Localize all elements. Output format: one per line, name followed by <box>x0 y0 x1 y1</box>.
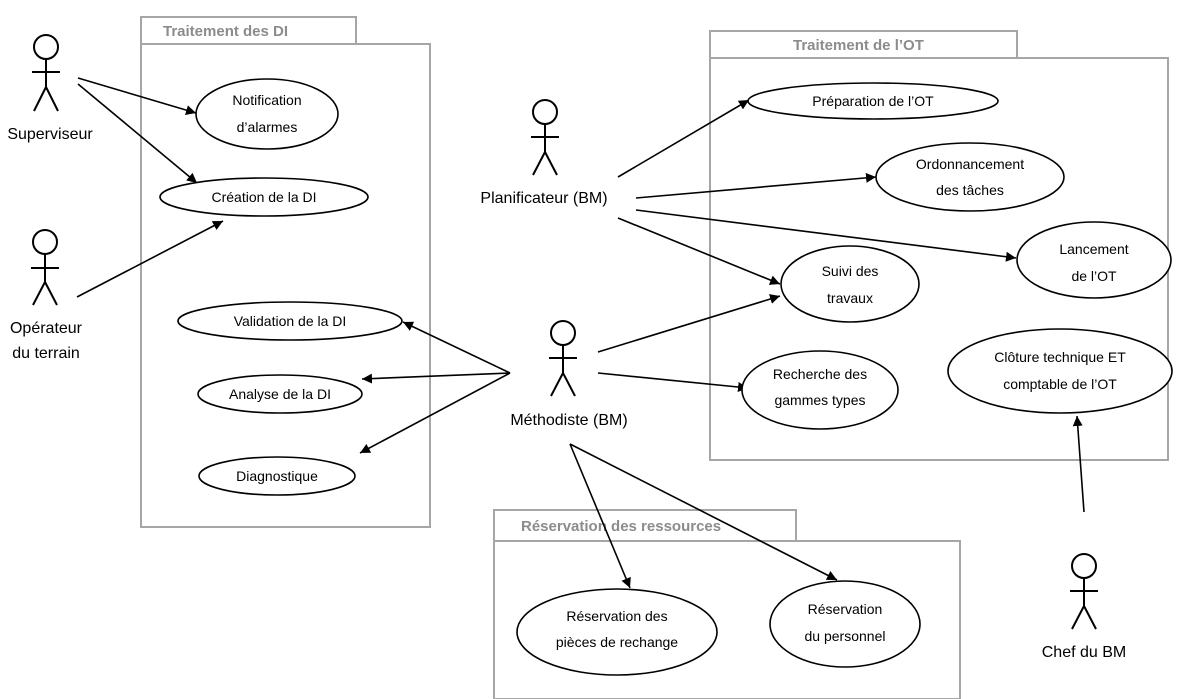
association-chef-cloture <box>1072 415 1085 513</box>
usecase-ellipse <box>159 177 369 217</box>
usecase-label-line2: du personnel <box>805 628 886 644</box>
usecase-validation-di: Validation de la DI <box>177 301 403 341</box>
usecase-label-line1: Ordonnancement <box>916 156 1024 172</box>
usecase-recherche-gammes: Recherche des gammes types <box>741 350 899 430</box>
association-methodiste-analyse <box>361 372 511 384</box>
package-traitement-di: Traitement des DI <box>140 16 431 528</box>
actor-label-line1: Opérateur <box>10 320 83 337</box>
actor-label: Planificateur (BM) <box>480 190 607 207</box>
usecase-ordonnancement: Ordonnancement des tâches <box>875 142 1065 212</box>
actor-label-line2: du terrain <box>12 345 80 362</box>
association-superviseur-creation <box>77 83 198 184</box>
actor-planificateur: Planificateur (BM) <box>480 99 608 207</box>
usecase-ellipse <box>516 588 718 676</box>
usecase-label: Préparation de l’OT <box>812 93 934 109</box>
usecase-ellipse <box>195 78 339 150</box>
package-traitement-ot: Traitement de l’OT <box>709 30 1169 461</box>
package-title: Réservation des ressources <box>521 518 721 535</box>
association-planificateur-lancement <box>635 209 1017 262</box>
usecase-label-line1: Clôture technique ET <box>994 349 1126 365</box>
actor-label: Chef du BM <box>1042 644 1126 661</box>
association-methodiste-diagnostique <box>359 372 511 454</box>
usecase-label: Validation de la DI <box>234 313 347 329</box>
actor-chef-bm: Chef du BM <box>1042 553 1126 661</box>
association-superviseur-notification <box>77 77 197 115</box>
usecase-notification-alarmes: Notification d’alarmes <box>195 78 339 150</box>
usecase-label-line2: pièces de rechange <box>556 634 678 650</box>
association-methodiste-recherche <box>597 372 749 392</box>
association-planificateur-ordonnancement <box>635 172 877 199</box>
association-methodiste-validation <box>402 321 511 374</box>
use-cases: Notification d’alarmes Création de la DI… <box>159 78 1173 676</box>
package-reservation-ressources: Réservation des ressources <box>493 509 961 699</box>
package-tab <box>709 30 1018 59</box>
usecase-label-line1: Notification <box>232 92 301 108</box>
usecase-reservation-personnel: Réservation du personnel <box>769 580 921 668</box>
usecase-reservation-pieces: Réservation des pièces de rechange <box>516 588 718 676</box>
usecase-preparation-ot: Préparation de l’OT <box>747 82 999 120</box>
actor-label: Superviseur <box>7 126 93 143</box>
actor-label: Méthodiste (BM) <box>510 412 627 429</box>
usecase-ellipse <box>741 350 899 430</box>
usecase-label-line2: gammes types <box>774 392 865 408</box>
usecase-label-line2: des tâches <box>936 182 1004 198</box>
usecase-ellipse <box>197 374 363 414</box>
usecase-label-line2: de l’OT <box>1071 268 1117 284</box>
usecase-ellipse <box>177 301 403 341</box>
actor-operateur-terrain: Opérateur du terrain <box>10 229 83 362</box>
package-title: Traitement de l’OT <box>793 37 924 54</box>
usecase-suivi-travaux: Suivi des travaux <box>780 245 920 323</box>
usecase-label-line2: travaux <box>827 290 873 306</box>
usecase-ellipse <box>780 245 920 323</box>
stick-figure-icon <box>31 229 59 306</box>
stick-figure-icon <box>32 34 60 112</box>
association-planificateur-preparation <box>617 99 750 178</box>
association-operateur-creation <box>76 220 224 298</box>
usecase-label-line1: Lancement <box>1059 241 1128 257</box>
usecase-label: Diagnostique <box>236 468 318 484</box>
stick-figure-icon <box>549 320 577 397</box>
usecase-creation-di: Création de la DI <box>159 177 369 217</box>
actor-superviseur: Superviseur <box>7 34 93 143</box>
usecase-lancement-ot: Lancement de l’OT <box>1016 221 1172 299</box>
association-methodiste-reservation-pieces <box>569 443 631 589</box>
usecase-label-line1: Réservation des <box>566 608 667 624</box>
usecase-label-line1: Suivi des <box>822 263 879 279</box>
usecase-ellipse <box>875 142 1065 212</box>
usecase-ellipse <box>947 328 1173 414</box>
package-tab <box>493 509 797 542</box>
package-title: Traitement des DI <box>163 23 288 40</box>
stick-figure-icon <box>1070 553 1098 630</box>
usecase-label-line1: Recherche des <box>773 366 867 382</box>
usecase-label-line1: Réservation <box>808 601 883 617</box>
stick-figure-icon <box>531 99 559 176</box>
usecase-label-line2: comptable de l’OT <box>1003 376 1117 392</box>
association-planificateur-suivi <box>617 217 781 285</box>
package-tab <box>140 16 357 45</box>
association-methodiste-reservation-personnel <box>569 443 838 581</box>
associations <box>76 77 1085 589</box>
usecase-analyse-di: Analyse de la DI <box>197 374 363 414</box>
usecase-ellipse <box>1016 221 1172 299</box>
association-methodiste-suivi <box>597 294 781 353</box>
usecase-cloture: Clôture technique ET comptable de l’OT <box>947 328 1173 414</box>
usecase-ellipse <box>747 82 999 120</box>
usecase-label: Analyse de la DI <box>229 386 331 402</box>
usecase-ellipse <box>769 580 921 668</box>
usecase-label: Création de la DI <box>211 189 316 205</box>
usecase-label-line2: d’alarmes <box>237 119 298 135</box>
usecase-diagnostique: Diagnostique <box>198 456 356 496</box>
actor-methodiste: Méthodiste (BM) <box>510 320 628 429</box>
usecase-ellipse <box>198 456 356 496</box>
